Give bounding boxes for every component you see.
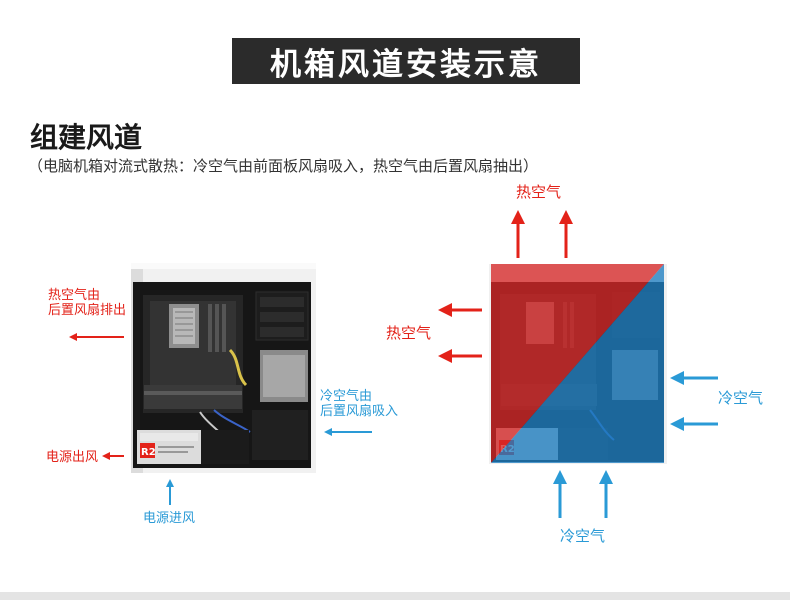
pc-case-right: R2 (489, 264, 667, 464)
cold-rear-label-line2: 后置风扇吸入 (320, 404, 399, 419)
cold-right-label: 冷空气 (718, 389, 764, 407)
cold-bottom-label: 冷空气 (560, 527, 606, 545)
hot-rear-label-line2: 后置风扇排出 (48, 303, 127, 318)
psu-in-label: 电源进风 (143, 511, 196, 526)
psu-badge-left: R2 (141, 447, 156, 458)
pc-case-left: R2 (131, 263, 316, 473)
footer-bar (0, 592, 790, 600)
cold-zone-overlay (491, 264, 664, 463)
hot-side-label: 热空气 (386, 324, 432, 342)
psu-out-label: 电源出风 (46, 450, 99, 465)
cold-rear-label-line1: 冷空气由 (320, 389, 373, 404)
hot-top-label: 热空气 (516, 183, 562, 201)
hot-rear-label-line1: 热空气由 (48, 288, 101, 303)
section-subtitle: （电脑机箱对流式散热：冷空气由前面板风扇吸入，热空气由后置风扇抽出） (28, 157, 539, 175)
page-title: 机箱风道安装示意 (232, 38, 580, 84)
section-heading: 组建风道 (30, 121, 143, 154)
